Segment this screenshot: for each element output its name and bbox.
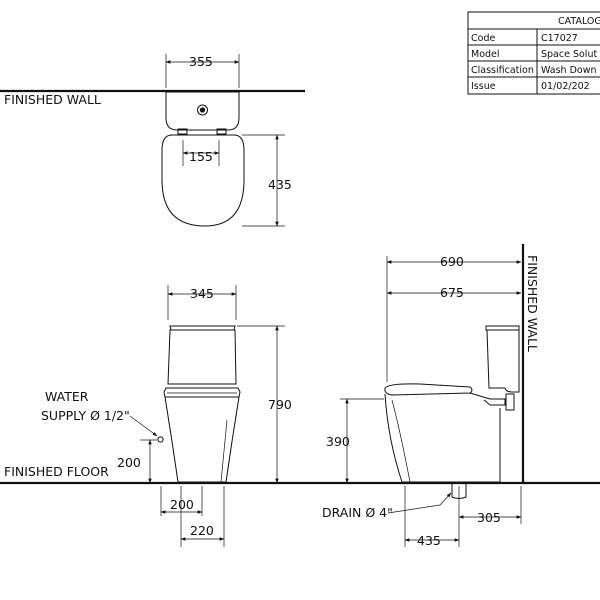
dim-supply-offset: 200	[170, 497, 194, 512]
dim-top-depth: 435	[268, 177, 292, 192]
dim-seat-height: 390	[326, 434, 350, 449]
water-supply-label-line2: SUPPLY Ø 1/2"	[41, 408, 130, 423]
dim-side-total: 690	[440, 254, 464, 269]
side-view: FINISHED WALL 690 675 390 DRAIN Ø 4" 305	[322, 244, 540, 548]
dim-drain-offset: 305	[477, 510, 501, 525]
dim-front-height: 790	[268, 397, 292, 412]
finished-wall-label-side: FINISHED WALL	[525, 255, 540, 352]
flush-button-center-icon	[199, 107, 206, 113]
title-block-issue-value: 01/02/202	[541, 81, 590, 92]
dim-side-depth: 675	[440, 285, 464, 300]
tank-side-outline	[486, 329, 520, 393]
dim-top-width: 355	[189, 54, 213, 69]
tank-front-outline	[167, 329, 237, 385]
bowl-side-outline	[384, 393, 501, 483]
dim-front-width: 345	[190, 286, 214, 301]
dim-supply-height: 200	[117, 455, 141, 470]
finished-floor-label: FINISHED FLOOR	[4, 464, 109, 479]
water-supply-label-line1: WATER	[45, 389, 89, 404]
water-supply-point-icon	[157, 436, 164, 443]
seat-plan-outline	[161, 134, 245, 227]
seat-side-outline	[384, 383, 473, 396]
front-view: 345 790 WATER SUPPLY Ø 1/2" 200 200 220	[41, 285, 292, 547]
title-block-model-label: Model	[471, 49, 500, 60]
tank-plan-outline	[165, 91, 240, 131]
dim-inlet-width: 155	[189, 149, 213, 164]
title-block: CATALOG Code C17027 Model Space Solut Cl…	[467, 11, 600, 95]
drain-label: DRAIN Ø 4"	[322, 505, 393, 520]
title-block-classification-label: Classification	[471, 65, 534, 76]
finished-wall-label-top: FINISHED WALL	[4, 92, 101, 107]
title-block-classification-value: Wash Down	[541, 65, 597, 76]
title-block-code-value: C17027	[541, 33, 578, 44]
seat-front-outline	[163, 387, 241, 398]
title-block-model-value: Space Solut	[541, 49, 597, 60]
title-block-header: CATALOG	[558, 16, 600, 27]
dim-drain-span: 435	[417, 533, 441, 548]
title-block-code-label: Code	[471, 33, 495, 44]
dim-base-width: 220	[190, 523, 214, 538]
bowl-front-outline	[164, 396, 240, 483]
plan-view: FINISHED WALL 355 155 435	[0, 54, 305, 227]
title-block-issue-label: Issue	[471, 81, 496, 92]
flush-button-icon	[197, 104, 208, 116]
